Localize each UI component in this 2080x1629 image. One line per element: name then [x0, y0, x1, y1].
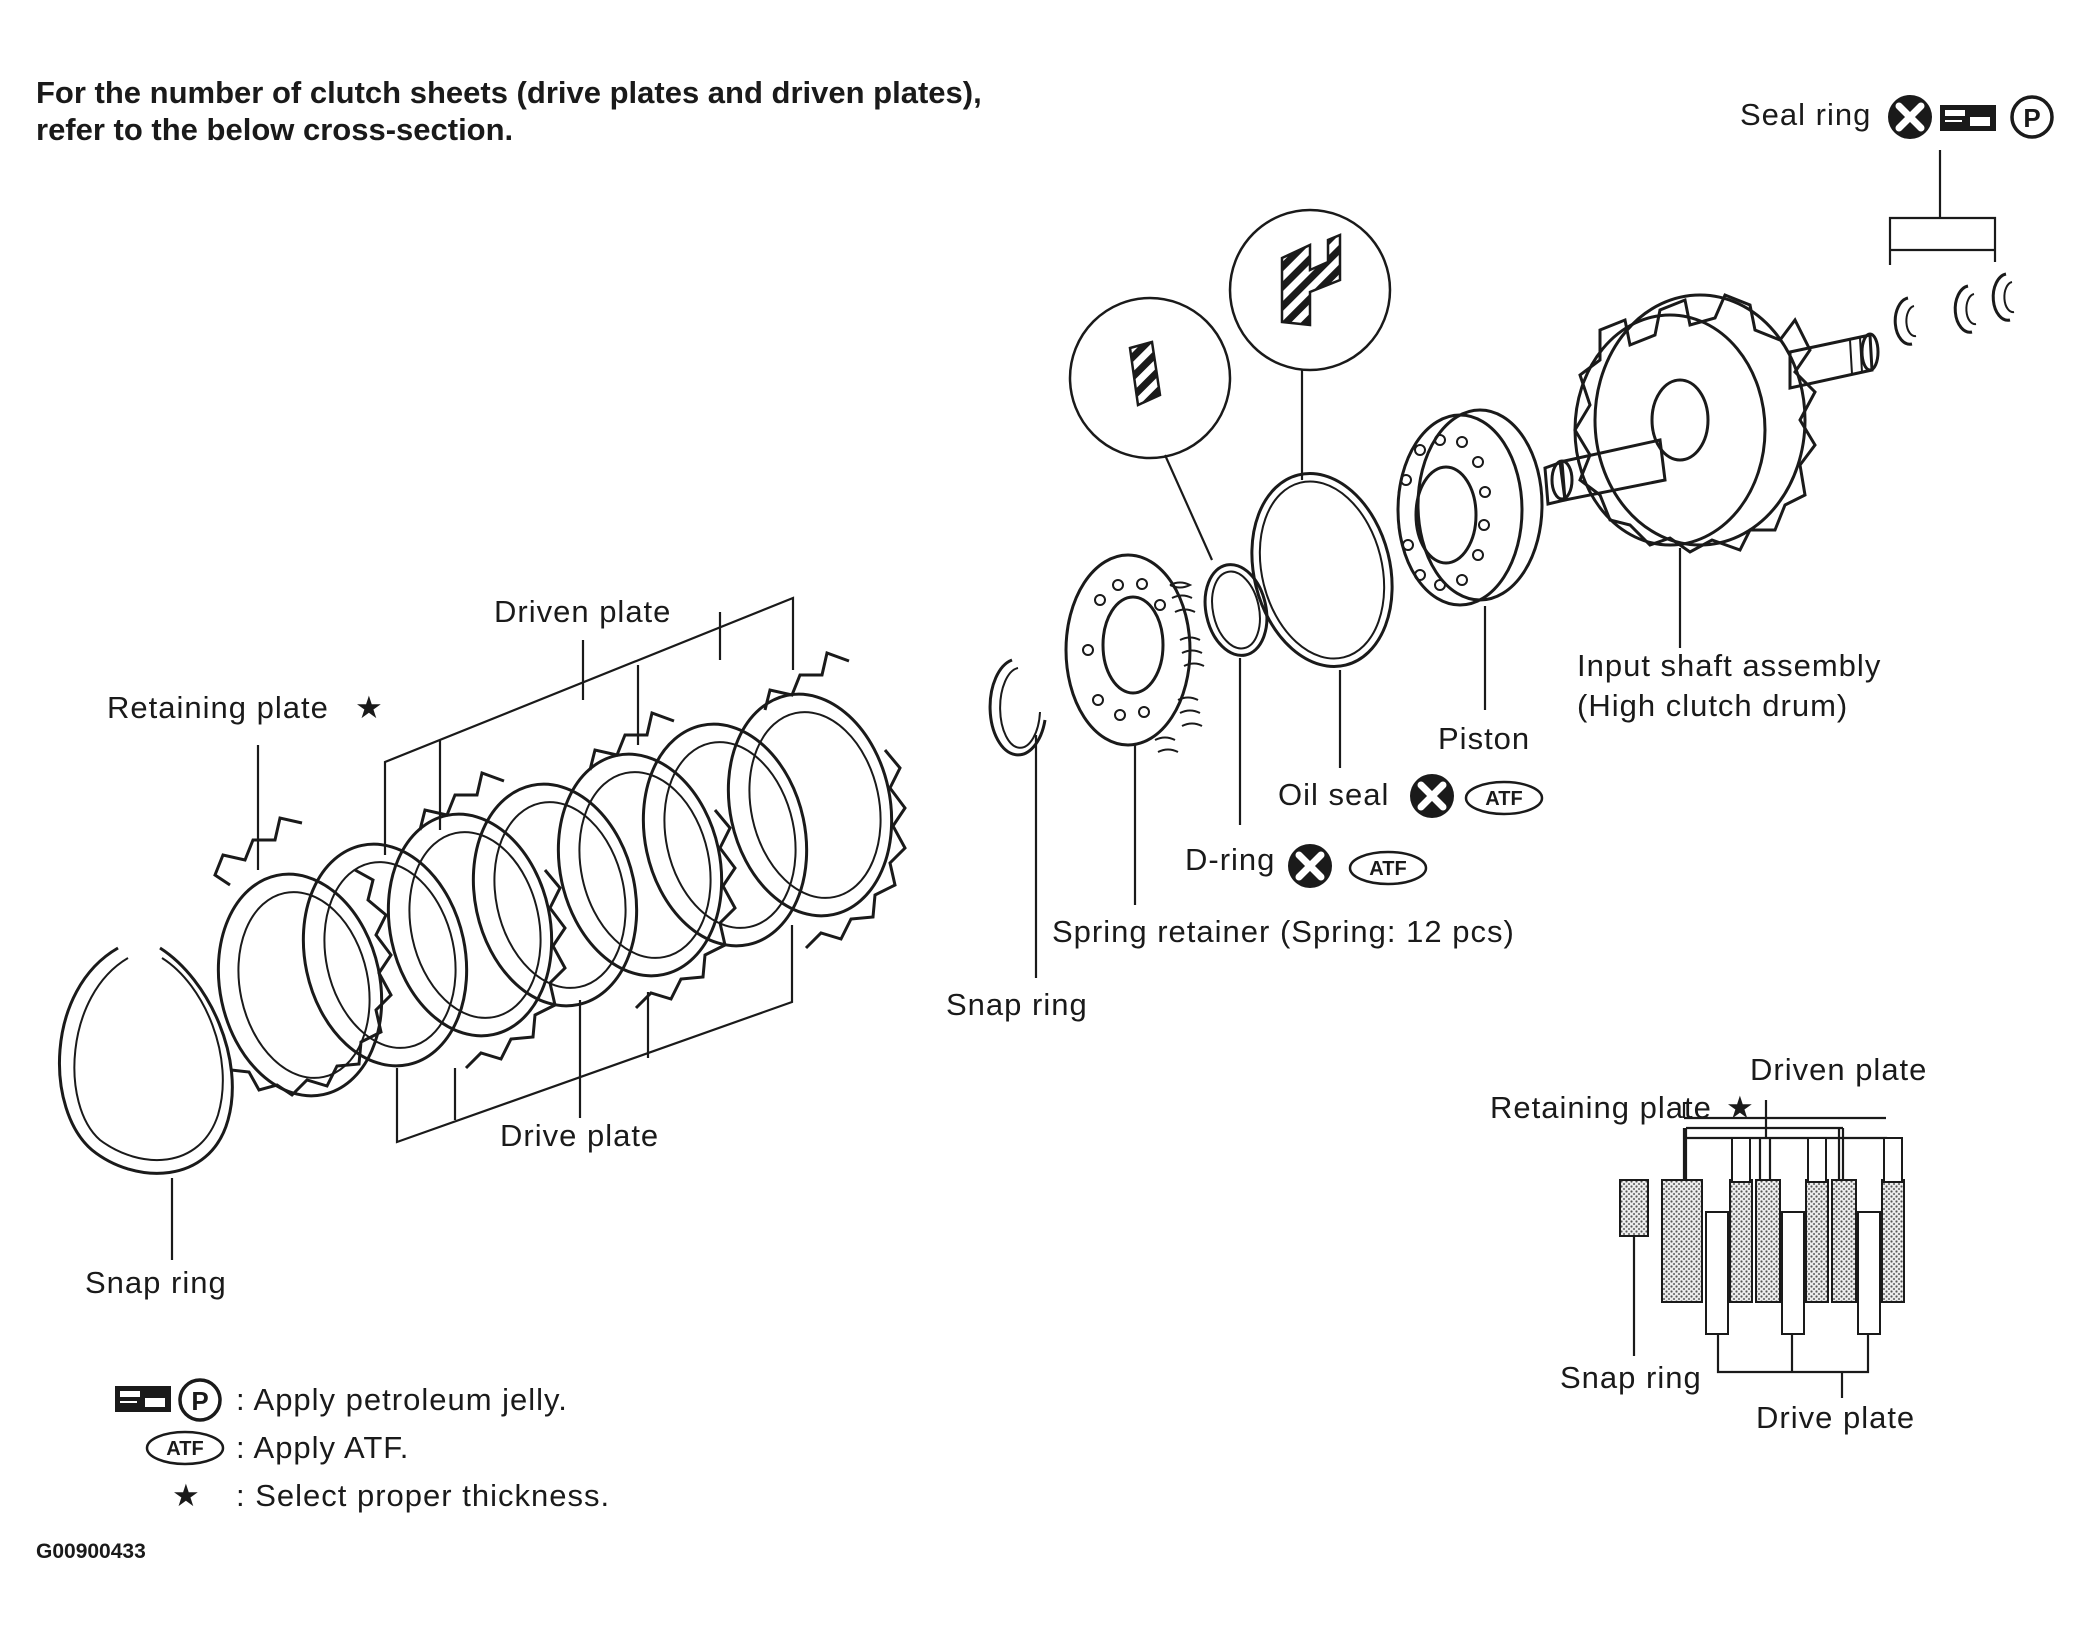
label-retaining-plate: Retaining plate	[107, 690, 329, 725]
snap-ring-left	[58, 946, 234, 1175]
xs-label-drive-plate: Drive plate	[1756, 1400, 1915, 1435]
header-line-1: For the number of clutch sheets (drive p…	[36, 75, 982, 110]
atf-text-d-ring: ATF	[1369, 858, 1406, 880]
legend-thickness: : Select proper thickness.	[236, 1478, 610, 1513]
no-reuse-icon	[1888, 95, 1932, 139]
label-drive-plate: Drive plate	[500, 1118, 659, 1153]
legend-grease-gun-icon	[114, 1385, 172, 1413]
legend-petroleum-jelly: : Apply petroleum jelly.	[236, 1382, 568, 1417]
label-d-ring: D-ring	[1185, 842, 1275, 877]
star-retaining-plate: ★	[355, 690, 384, 725]
cross-section: Driven plate Retaining plate ★ Snap ring…	[1490, 1052, 1927, 1435]
xs-label-retaining-plate: Retaining plate	[1490, 1090, 1712, 1125]
piston	[1396, 408, 1544, 607]
label-oil-seal: Oil seal	[1278, 777, 1389, 812]
seal-ring-leader	[1888, 150, 1997, 265]
label-spring-retainer: Spring retainer (Spring: 12 pcs)	[1052, 914, 1515, 949]
legend-p-text: P	[191, 1386, 208, 1416]
label-snap-ring-left: Snap ring	[85, 1265, 227, 1300]
label-seal-ring: Seal ring	[1740, 97, 1871, 132]
d-ring	[1203, 563, 1269, 657]
legend: P : Apply petroleum jelly. ATF : Apply A…	[114, 1378, 610, 1513]
label-input-shaft-1: Input shaft assembly	[1577, 648, 1881, 683]
label-snap-ring-middle: Snap ring	[946, 987, 1088, 1022]
label-piston: Piston	[1438, 721, 1530, 756]
figure-code: G00900433	[36, 1540, 146, 1563]
label-driven-plate: Driven plate	[494, 594, 671, 629]
no-reuse-icon-oil-seal	[1410, 774, 1454, 818]
spring-retainer	[1064, 553, 1205, 753]
legend-star: ★	[172, 1478, 201, 1513]
label-input-shaft-2: (High clutch drum)	[1577, 688, 1848, 723]
driven-plate-bracket	[383, 596, 795, 855]
oil-seal-section-callout	[1228, 208, 1392, 480]
no-reuse-icon-d-ring	[1288, 844, 1332, 888]
xs-star: ★	[1726, 1090, 1755, 1125]
atf-text-oil-seal: ATF	[1485, 788, 1522, 810]
d-ring-section-callout	[1068, 296, 1232, 561]
p-symbol-text: P	[2023, 103, 2040, 133]
xs-label-snap-ring: Snap ring	[1560, 1360, 1702, 1395]
legend-apply-atf: : Apply ATF.	[236, 1430, 409, 1465]
header-line-2: refer to the below cross-section.	[36, 112, 513, 147]
clutch-plates	[213, 651, 907, 1098]
legend-atf-text: ATF	[166, 1438, 203, 1460]
input-shaft-assembly	[1543, 293, 1880, 554]
grease-gun-icon	[1939, 104, 1997, 132]
drive-plate-bracket	[395, 925, 794, 1144]
oil-seal	[1250, 471, 1394, 669]
xs-label-driven-plate: Driven plate	[1750, 1052, 1927, 1087]
seal-rings	[1893, 272, 2015, 346]
